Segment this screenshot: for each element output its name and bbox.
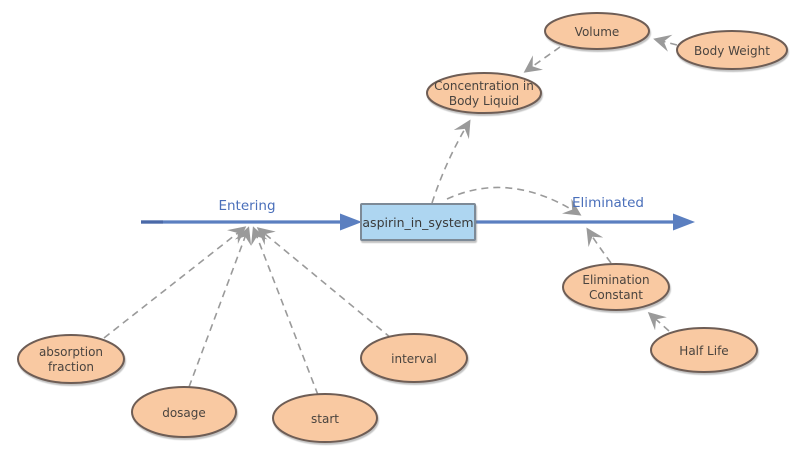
connector-half-life-to-elimination-constant[interactable] [647,312,670,332]
connector-line [103,226,247,339]
node-label: interval [391,352,437,366]
connector-line [251,226,319,396]
node-shape [360,333,468,383]
node-label: Body Weight [694,44,770,58]
node-shape [544,12,650,50]
connector-elimination-constant-to-eliminated-flow[interactable] [586,227,612,264]
connector-start-to-entering-flow[interactable] [251,226,319,396]
stock-aspirin-in-system[interactable]: aspirin_in_system [360,203,476,241]
node-label-line1: Elimination [582,273,649,287]
flow-eliminated[interactable]: Eliminated [475,195,695,231]
node-label-line2: fraction [48,360,94,374]
connector-dosage-to-entering-flow[interactable] [188,226,252,388]
node-shape [562,263,670,311]
node-shape [17,334,125,384]
connector-volume-to-concentration[interactable] [523,46,561,73]
stock-rect [360,203,476,241]
node-start[interactable]: start [272,393,378,443]
node-label: Volume [575,25,620,39]
connector-line [256,227,392,339]
node-absorption-fraction[interactable]: absorption fraction [17,334,125,384]
node-shape [676,30,788,70]
node-interval[interactable]: interval [360,333,468,383]
flow-entering[interactable]: Entering [141,198,362,231]
entering-flow-arrowhead [340,213,362,231]
connector-line [647,312,670,332]
entering-flow-start-cap [141,220,163,224]
connector-stock-to-concentration[interactable] [431,119,471,204]
eliminated-flow-arrowhead [673,213,695,231]
node-shape [272,393,378,443]
node-label: Half Life [679,344,728,358]
connector-absorption-fraction-to-entering-flow[interactable] [103,226,247,339]
eliminated-flow-label: Eliminated [572,195,644,211]
node-label: start [311,412,339,426]
connector-stock-to-eliminated-flow[interactable] [446,186,582,216]
node-shape [426,72,542,114]
node-label-line2: Constant [589,288,643,302]
connector-line [188,226,252,388]
node-label-line1: Concentration in [434,79,534,93]
connector-line [523,46,561,73]
node-dosage[interactable]: dosage [131,386,237,438]
stock-label: aspirin_in_system [362,215,473,230]
node-label-line1: absorption [39,345,103,359]
connector-line [446,186,582,216]
node-shape [131,386,237,438]
node-label: dosage [162,406,206,420]
node-concentration-in-body-liquid[interactable]: Concentration in Body Liquid [426,72,542,114]
connector-interval-to-entering-flow[interactable] [256,227,392,339]
connector-body-weight-to-volume[interactable] [653,34,678,52]
node-label-line2: Body Liquid [449,94,519,108]
node-volume[interactable]: Volume [544,12,650,50]
connector-line [586,227,612,264]
node-body-weight[interactable]: Body Weight [676,30,788,70]
entering-flow-label: Entering [218,198,275,214]
node-elimination-constant[interactable]: Elimination Constant [562,263,670,311]
node-shape [650,327,758,373]
connector-line [431,119,471,204]
node-half-life[interactable]: Half Life [650,327,758,373]
connector-line [653,34,678,52]
